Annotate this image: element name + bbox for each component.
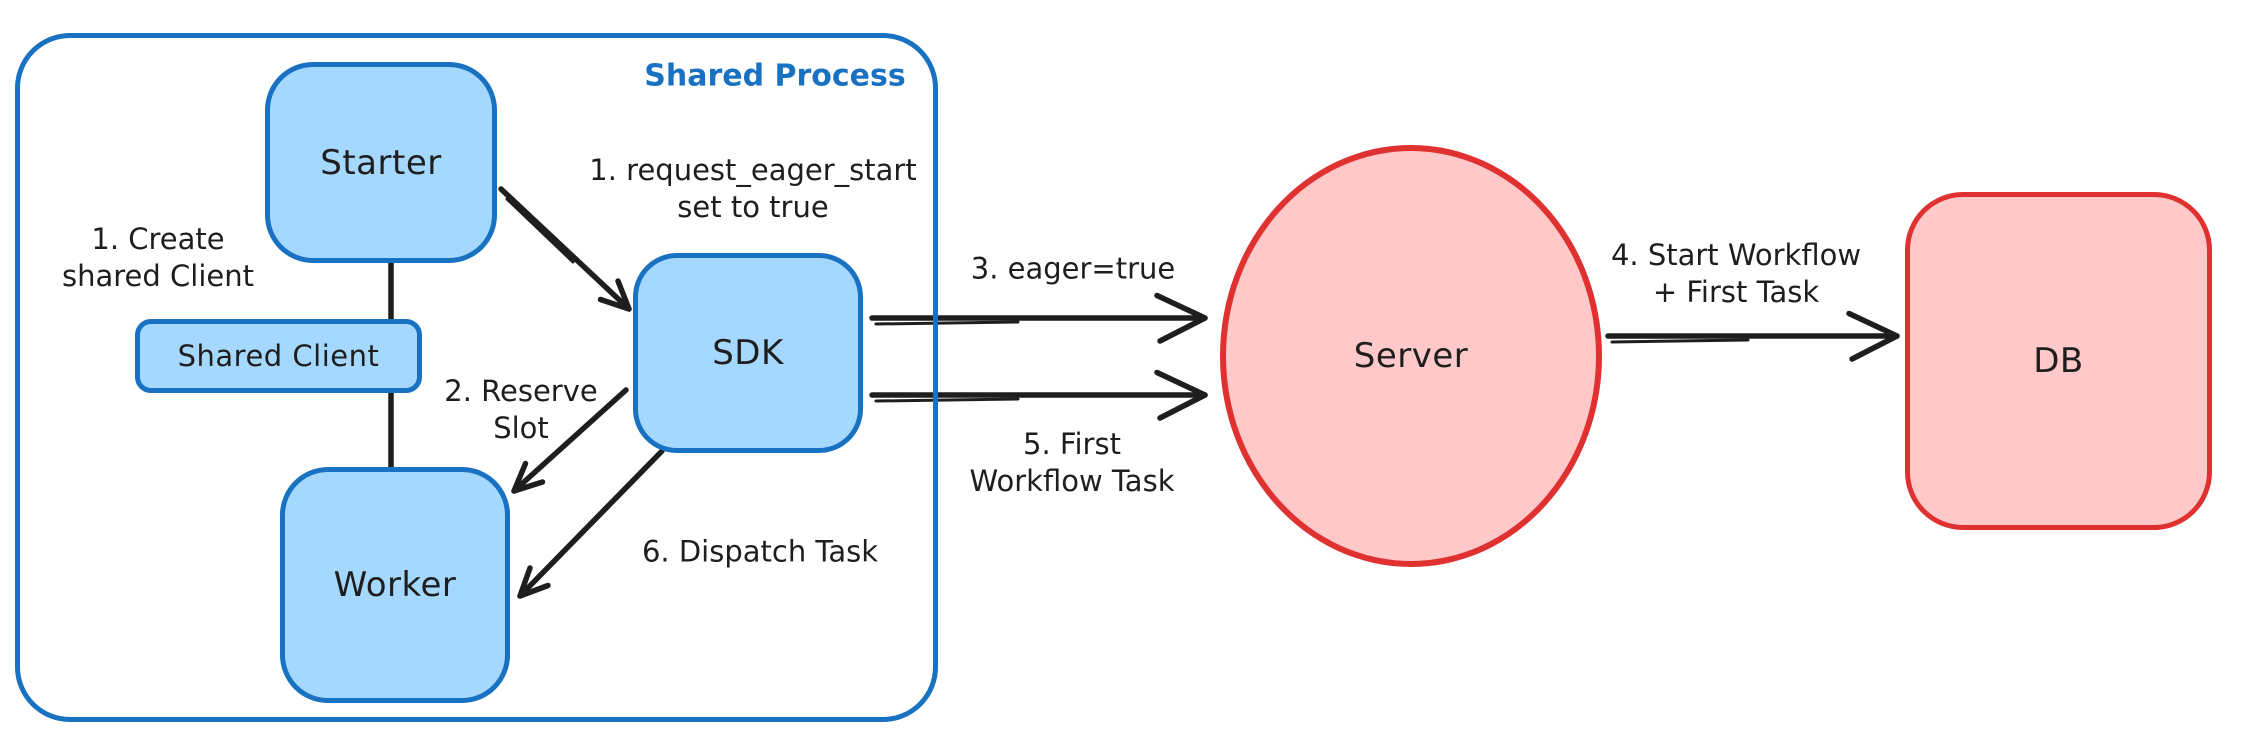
- annotation-line: 5. First: [1023, 427, 1121, 461]
- annotation-line: shared Client: [62, 259, 254, 293]
- arrow-reserve-slot-icon: [511, 387, 629, 494]
- node-shared-client: Shared Client: [135, 319, 422, 393]
- shared-process-frame: [15, 33, 938, 722]
- annotation-create-shared-client: 1. Create shared Client: [62, 221, 254, 295]
- annotation-line: 2. Reserve: [444, 374, 598, 408]
- shared-process-title: Shared Process: [644, 58, 906, 94]
- annotation-line: Slot: [493, 411, 549, 445]
- annotation-line: Workflow Task: [969, 464, 1175, 498]
- annotation-start-workflow: 4. Start Workflow + First Task: [1611, 237, 1861, 311]
- node-starter: Starter: [265, 62, 497, 263]
- annotation-line: 3. eager=true: [970, 251, 1176, 286]
- annotation-line: set to true: [677, 190, 829, 224]
- node-worker-label: Worker: [333, 565, 457, 605]
- arrow-request-eager-start-icon: [498, 186, 632, 312]
- arrow-start-workflow-icon: [1605, 310, 1900, 362]
- node-starter-label: Starter: [320, 142, 442, 183]
- node-shared-client-label: Shared Client: [177, 339, 380, 373]
- annotation-line: 4. Start Workflow: [1610, 238, 1862, 272]
- annotation-eager-true: 3. eager=true: [971, 251, 1176, 288]
- node-sdk-label: SDK: [712, 333, 784, 373]
- annotation-first-workflow-task: 5. First Workflow Task: [970, 426, 1175, 500]
- arrow-eager-true-icon: [869, 292, 1208, 344]
- node-server-label: Server: [1353, 336, 1469, 376]
- annotation-line: 1. request_eager_start: [589, 153, 917, 187]
- node-sdk: SDK: [633, 253, 863, 453]
- node-db: DB: [1905, 192, 2212, 530]
- annotation-line: 1. Create: [91, 222, 225, 256]
- node-server: Server: [1220, 145, 1602, 567]
- node-db-label: DB: [2033, 341, 2084, 381]
- annotation-line: 6. Dispatch Task: [641, 534, 879, 569]
- annotation-request-eager-start: 1. request_eager_start set to true: [589, 152, 916, 226]
- annotation-line: + First Task: [1652, 275, 1820, 309]
- arrow-first-workflow-task-icon: [869, 369, 1208, 421]
- node-worker: Worker: [280, 467, 510, 703]
- annotation-dispatch-task: 6. Dispatch Task: [642, 534, 878, 571]
- annotation-reserve-slot: 2. Reserve Slot: [444, 373, 597, 447]
- arrow-dispatch-task-icon: [517, 448, 665, 599]
